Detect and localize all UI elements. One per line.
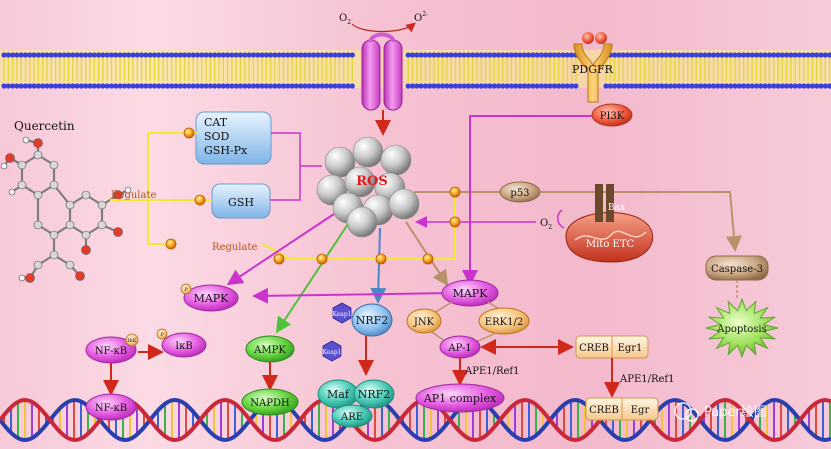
superoxide-label: O2- [414,11,428,24]
antioxidant-enzymes-box[interactable] [195,111,272,165]
gsh-px-label: GSH-Px [204,144,248,157]
keap1-top-hexagon[interactable] [332,302,352,324]
ros-cluster[interactable] [316,136,420,238]
egr-bottom-label: Egr [631,405,650,416]
nrf2-nuclear-node[interactable] [353,379,395,409]
mapk-phospho-label: P [184,287,188,293]
ros-to-ampk-arrow [275,223,349,334]
bax-channel-right [606,184,614,222]
mapk-phospho-badge [180,283,192,295]
ape1-label-1: APE1/Ref1 [464,366,520,377]
ros-to-mapk-center-arrow [405,221,449,287]
membrane-phosphate-heads [1,52,831,89]
ikb-node[interactable] [161,332,207,358]
ros-label: ROS [356,174,388,189]
jnk-node[interactable] [406,308,442,334]
gsh-label: GSH [228,196,254,209]
maf-label: Maf [327,388,350,401]
erk-label: ERK1/2 [485,317,523,328]
p53-to-caspase-arrow [540,191,742,252]
erk-node[interactable] [478,307,530,335]
regulation-points [165,127,461,265]
keap1-bottom-hexagon[interactable] [322,340,342,362]
ap1-label: AP-1 [447,343,471,354]
are-label: ARE [340,412,363,423]
pi3k-to-mapk-arrow [462,115,592,286]
ros-to-mapk-left-arrow [226,213,335,286]
jnk-label: JNK [413,317,435,328]
cell-membrane [0,50,831,89]
apoptosis-label: Apoptosis [716,324,767,335]
pdgfr-receptor [573,32,613,103]
mapk-center-node[interactable] [441,279,499,307]
mito-o2-curl [557,209,565,229]
o2-left-label: O2 [339,13,351,26]
ap1-complex-node[interactable] [415,383,505,413]
egr1-top-label: Egr1 [618,343,643,354]
pi3k-label: PI3K [600,111,625,122]
nrf2-nuclear-label: NRF2 [358,388,391,401]
ape1-label-2: APE1/Ref1 [619,374,675,385]
ikb-phospho-badge [156,328,168,340]
bax-channel-left [595,184,603,222]
mapk-center-to-left-arrow [252,287,453,304]
enzyme-inhibition-lines [270,132,322,201]
nrf2-node[interactable] [351,303,393,337]
bax-label: Bax [608,203,625,213]
nfkb-top-label: NF-κB [95,346,127,357]
mito-o2-label: O2 [540,218,552,231]
keap1-top-label: Keap1 [332,311,351,318]
mitochondrion [565,212,653,263]
nfkb-bottom-node[interactable] [85,393,137,421]
ikb-label: IκB [175,341,193,352]
ikb-phospho-label: P [160,332,164,338]
keap1-bottom-label: Keap1 [322,349,341,356]
napdh-node[interactable] [241,388,299,416]
regulate-label-1: Regulate [111,190,156,201]
sod-label: SOD [204,130,230,143]
cat-label: CAT [204,116,228,129]
ikk-label: IKK [128,338,137,344]
quercetin-molecule [0,136,132,283]
napdh-label: NAPDH [250,398,290,409]
mito-etc-label: Mito ETC [586,239,635,250]
o2-conversion-arrow [351,22,416,33]
mapk-left-label: MAPK [194,292,230,305]
pdgfr-label: PDGFR [572,63,614,76]
wechat-icon [674,402,692,420]
are-node[interactable] [331,404,373,428]
ampk-label: AMPK [253,345,286,356]
watermark: Paper绘图 [674,402,767,422]
erk-to-ap1-line [475,332,497,343]
mapk-center-label: MAPK [453,287,489,300]
mapk-to-jnk-line [433,301,453,314]
watermark-text: Paper绘图 [704,405,767,420]
nfkb-bottom-label: NF-κB [95,403,127,414]
membrane-lipid-tails [3,58,831,81]
regulate-label-2: Regulate [212,242,257,253]
creb-top-label: CREB [579,343,609,354]
oxygen-channel [361,32,403,111]
nrf2-label: NRF2 [356,314,389,327]
mapk-left-node[interactable] [183,284,239,312]
ap1-complex-label: AP1 complex [423,392,497,405]
quercetin-label: Quercetin [14,119,75,133]
creb-bottom-label: CREB [589,405,619,416]
caspase3-label: Caspase-3 [711,264,763,275]
ikk-badge [125,333,139,347]
p53-label: p53 [510,188,529,199]
apoptosis-burst[interactable] [705,297,779,359]
